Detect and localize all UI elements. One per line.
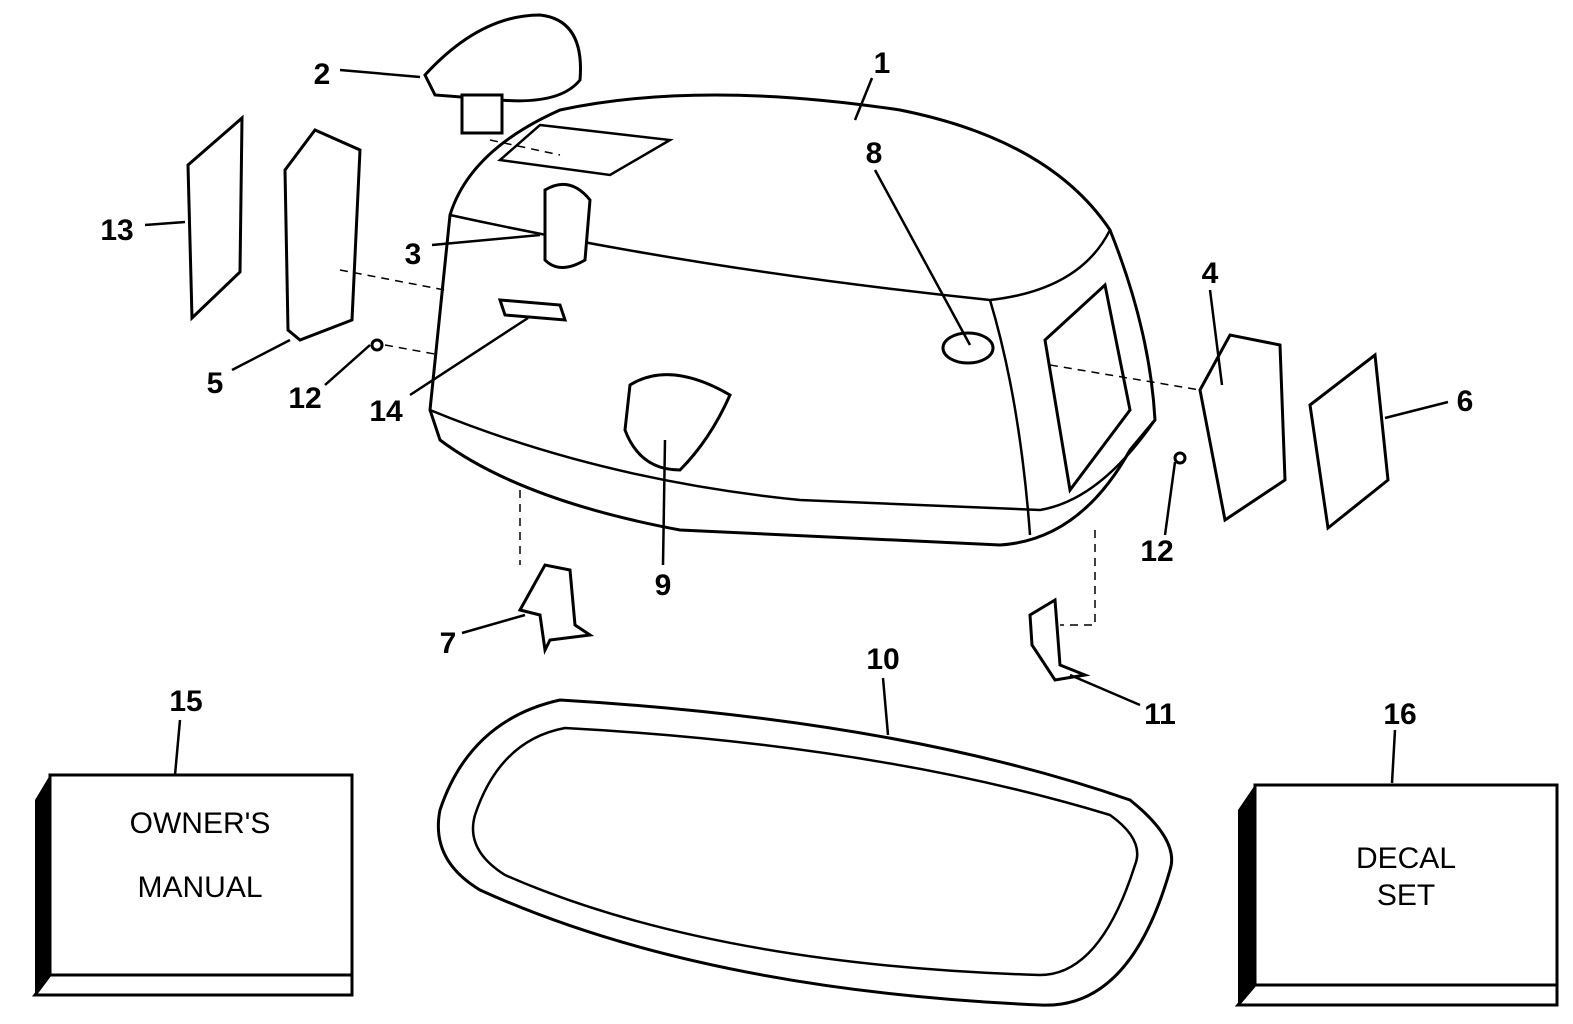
bracket-5 (283, 128, 362, 342)
owners-manual-line1: OWNER'S (130, 807, 271, 840)
callout-12-right: 12 (1140, 535, 1173, 568)
callout-15: 15 (169, 685, 202, 718)
bracket-7 (517, 563, 595, 655)
callout-2: 2 (314, 58, 331, 91)
callout-12-left: 12 (288, 382, 321, 415)
screw-12a (370, 338, 384, 352)
seal-ring (436, 698, 1174, 1007)
callout-4: 4 (1202, 257, 1219, 290)
seal-6 (1308, 352, 1390, 531)
callout-1: 1 (874, 47, 891, 80)
screw-patch (543, 182, 592, 269)
callout-9: 9 (655, 569, 672, 602)
callout-10: 10 (866, 643, 899, 676)
callout-11: 11 (1144, 698, 1176, 731)
frame-4 (1198, 333, 1287, 523)
callout-5: 5 (207, 367, 224, 400)
callout-7: 7 (440, 627, 457, 660)
callout-13: 13 (100, 214, 133, 247)
callout-6: 6 (1457, 385, 1474, 418)
latch-post (460, 93, 504, 135)
screw-12b (1173, 451, 1187, 465)
seal-13 (186, 114, 244, 322)
foam-pad (623, 373, 732, 472)
callout-8: 8 (866, 137, 883, 170)
clip (497, 298, 568, 322)
bracket-11 (1028, 597, 1091, 682)
callout-14: 14 (369, 395, 403, 428)
latch-handle (423, 13, 582, 103)
decal-set-line2: SET (1377, 879, 1435, 912)
decal-set-line1: DECAL (1356, 842, 1456, 875)
decal-set-box: DECAL SET (1234, 783, 1559, 1007)
owners-manual-box: OWNER'S MANUAL (32, 773, 354, 997)
owners-manual-line2: MANUAL (137, 871, 262, 904)
motor-cover (428, 93, 1157, 547)
grommet (941, 331, 995, 365)
callout-3: 3 (405, 238, 422, 271)
callout-16: 16 (1383, 698, 1416, 731)
